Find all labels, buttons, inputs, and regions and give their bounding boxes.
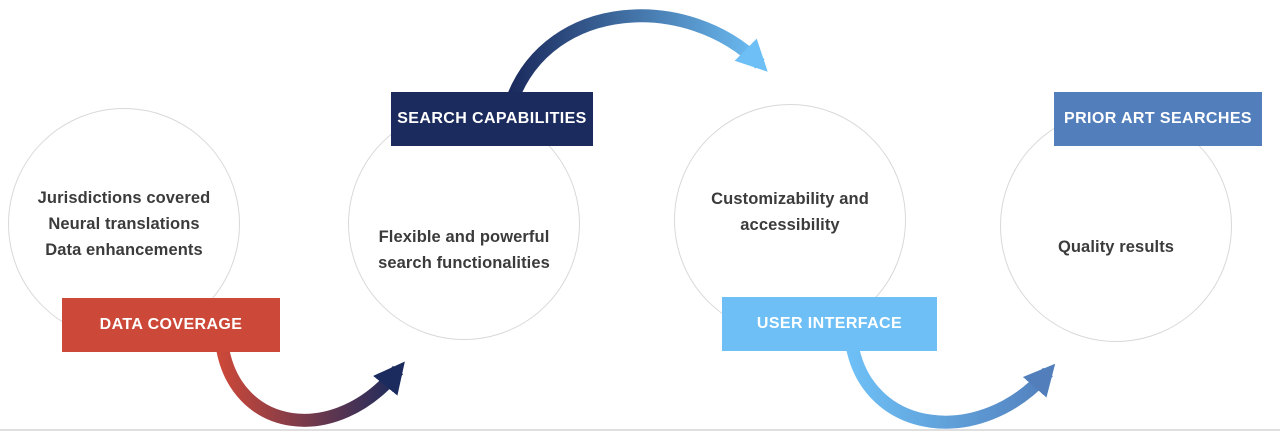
stage-label-prior-art-searches: PRIOR ART SEARCHES [1054,92,1262,146]
arrow-search-capabilities-to-user-interface [505,9,768,103]
stage-text-user-interface: Customizability and accessibility [711,186,869,238]
stage-text-line: search functionalities [378,254,550,272]
stage-text-line: Quality results [1057,238,1175,256]
stage-text-line: Neural translations [48,215,200,233]
stage-text-line: accessibility [740,216,840,234]
stage-label-data-coverage: DATA COVERAGE [62,298,280,352]
stage-label-user-interface: USER INTERFACE [722,297,937,351]
stage-text-search-capabilities: Flexible and powerful search functionali… [378,224,550,276]
stage-text-line: Customizability and [711,190,869,208]
stage-text-line: Jurisdictions covered [37,189,211,207]
arrow-user-interface-to-prior-art-searches [845,343,1056,429]
stage-text-data-coverage: Jurisdictions covered Neural translation… [38,185,211,263]
stage-text-line: Data enhancements [45,241,203,259]
stage-text-prior-art-searches: Quality results [1058,234,1174,260]
stage-circle-prior-art-searches: Quality results [1000,110,1232,342]
arrow-data-coverage-to-search-capabilities [215,343,405,427]
stage-label-search-capabilities: SEARCH CAPABILITIES [391,92,593,146]
stage-text-line: Flexible and powerful [378,228,550,246]
bottom-divider [0,429,1280,431]
